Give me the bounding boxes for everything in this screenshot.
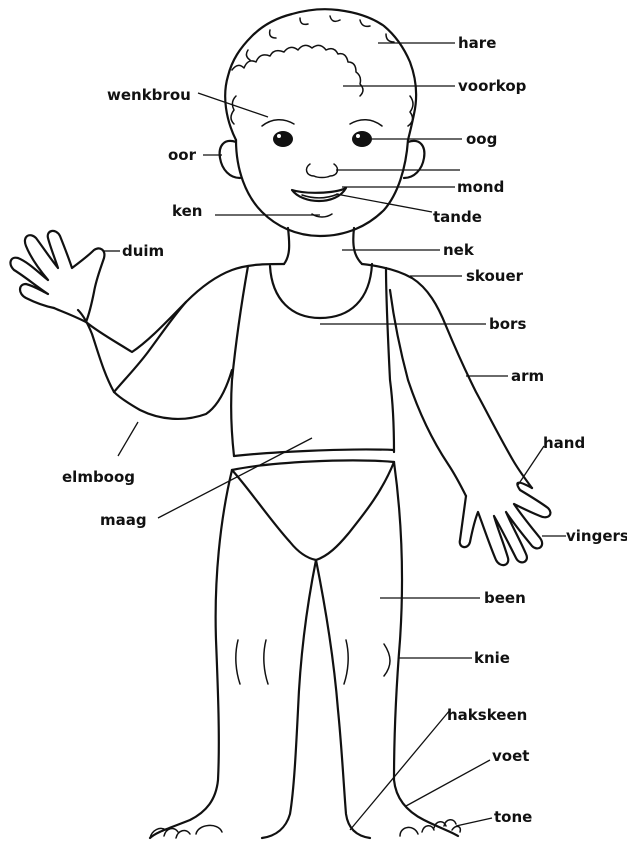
leader-tone [456,818,492,826]
label-knie: knie [474,649,510,667]
label-nek: nek [443,241,475,259]
face-outline [236,140,408,236]
hair [225,9,416,140]
left-eyebrow [262,120,294,126]
nose [307,164,338,178]
label-oog: oog [466,130,497,148]
label-tande: tande [433,208,482,226]
label-vingers: vingers [566,527,627,545]
underwear [232,462,394,560]
label-ken: ken [172,202,202,220]
right-eye [352,131,372,147]
vest [231,264,394,456]
label-been: been [484,589,526,607]
label-voet: voet [492,747,529,765]
label-maag: maag [100,511,147,529]
right-hand [460,483,551,565]
right-leg [316,560,370,838]
left-eye [273,131,293,147]
right-eyebrow [350,120,382,126]
label-oor: oor [168,146,197,164]
label-wenkbrou: wenkbrou [107,86,191,104]
hair-curls [231,16,413,126]
label-mond: mond [457,178,504,196]
leader-elmboog [118,422,138,456]
label-hare: hare [458,34,496,52]
label-skouer: skouer [466,267,524,285]
shoulders [114,264,284,392]
label-duim: duim [122,242,164,260]
leader-hakskeen [350,710,450,830]
leader-voet [406,760,490,806]
right-arm [390,290,466,496]
label-arm: arm [511,367,544,385]
label-hakskeen: hakskeen [447,706,527,724]
label-bors: bors [489,315,526,333]
leader-maag [158,438,312,518]
label-elmboog: elmboog [62,468,135,486]
label-hand: hand [543,434,585,452]
leader-hand [518,446,544,485]
labels: hare voorkop wenkbrou oog oor mond tande… [62,34,627,826]
leader-wenkbrou [198,93,268,117]
left-leg [150,470,232,838]
label-voorkop: voorkop [458,77,527,95]
label-tone: tone [494,808,532,826]
